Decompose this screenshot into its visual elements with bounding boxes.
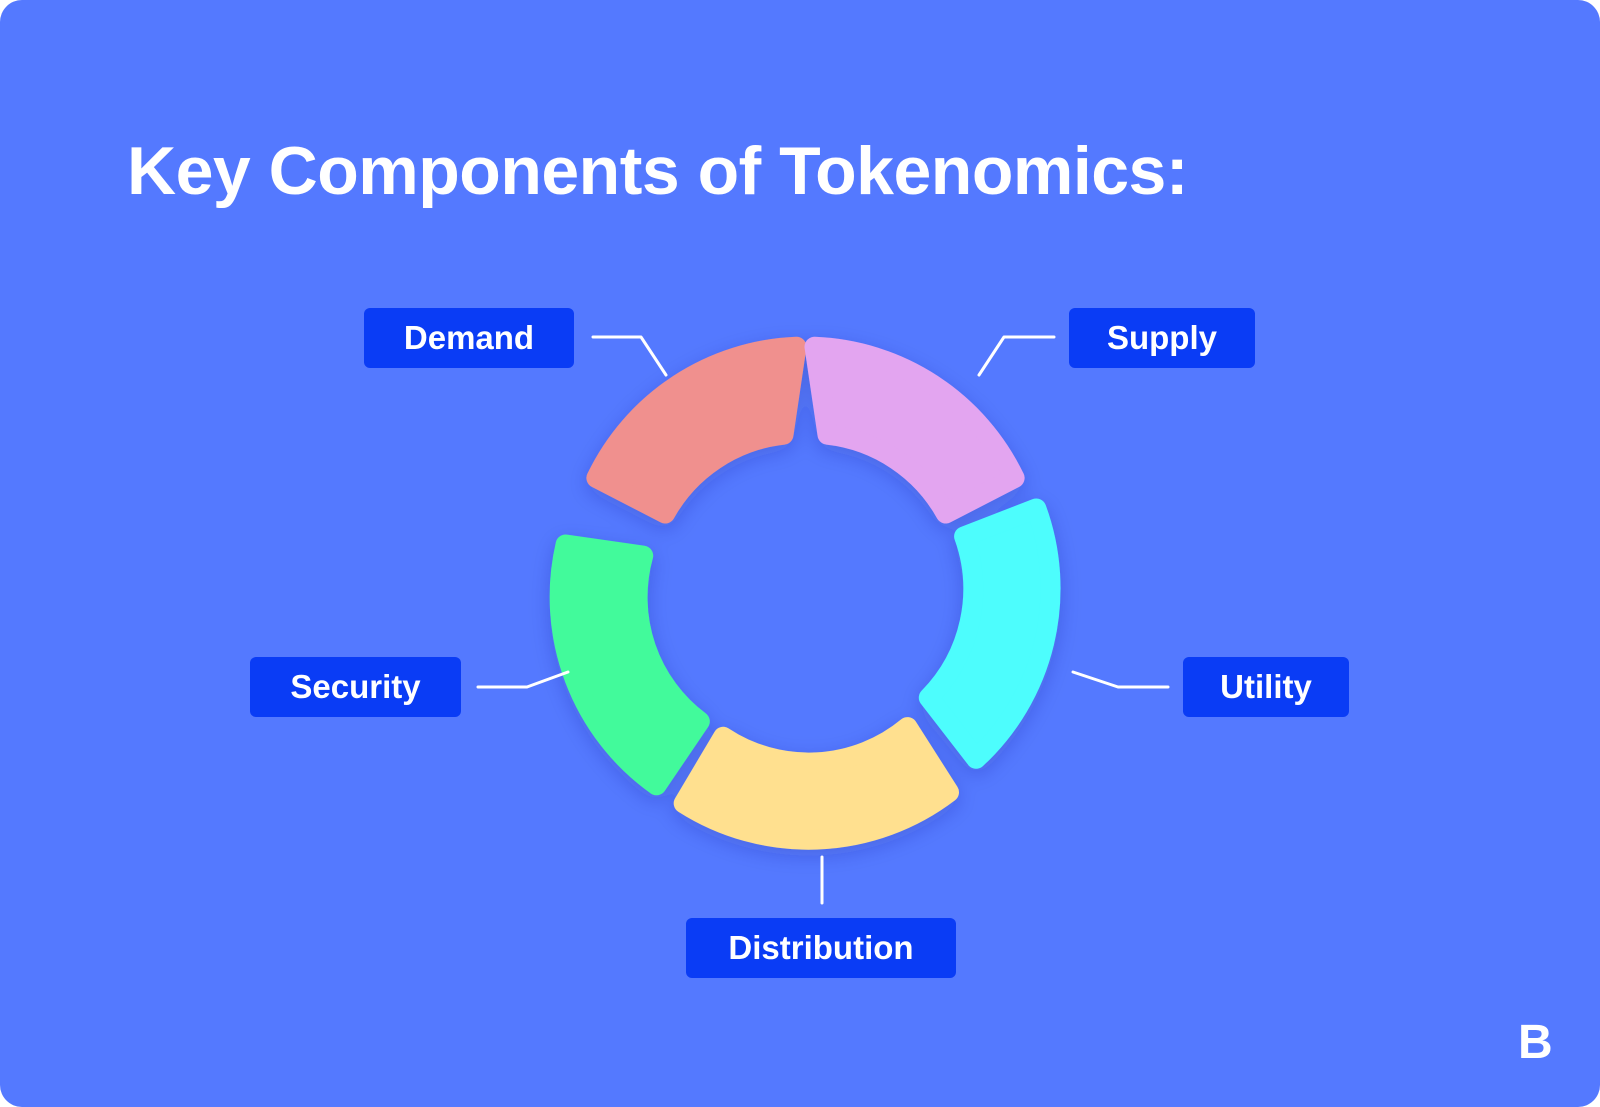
segment-demand <box>586 336 807 524</box>
label-distribution-text: Distribution <box>728 929 914 966</box>
segment-utility <box>918 498 1061 769</box>
connector-supply <box>977 335 1056 377</box>
label-utility: Utility <box>1183 657 1349 717</box>
label-utility-text: Utility <box>1220 668 1312 705</box>
connector-demand <box>591 335 668 377</box>
label-demand: Demand <box>364 308 574 368</box>
segment-supply <box>804 336 1025 524</box>
page-title: Key Components of Tokenomics: <box>127 133 1189 209</box>
segment-distribution <box>673 717 959 850</box>
connector-security <box>476 670 570 689</box>
label-supply-text: Supply <box>1106 319 1217 356</box>
label-distribution: Distribution <box>686 918 956 978</box>
label-supply: Supply <box>1069 308 1255 368</box>
label-security: Security <box>250 657 461 717</box>
label-security-text: Security <box>290 668 421 705</box>
brand-logo: B <box>1518 1016 1553 1069</box>
label-demand-text: Demand <box>403 319 535 356</box>
segment-security <box>549 534 710 796</box>
connector-utility <box>1071 670 1170 689</box>
